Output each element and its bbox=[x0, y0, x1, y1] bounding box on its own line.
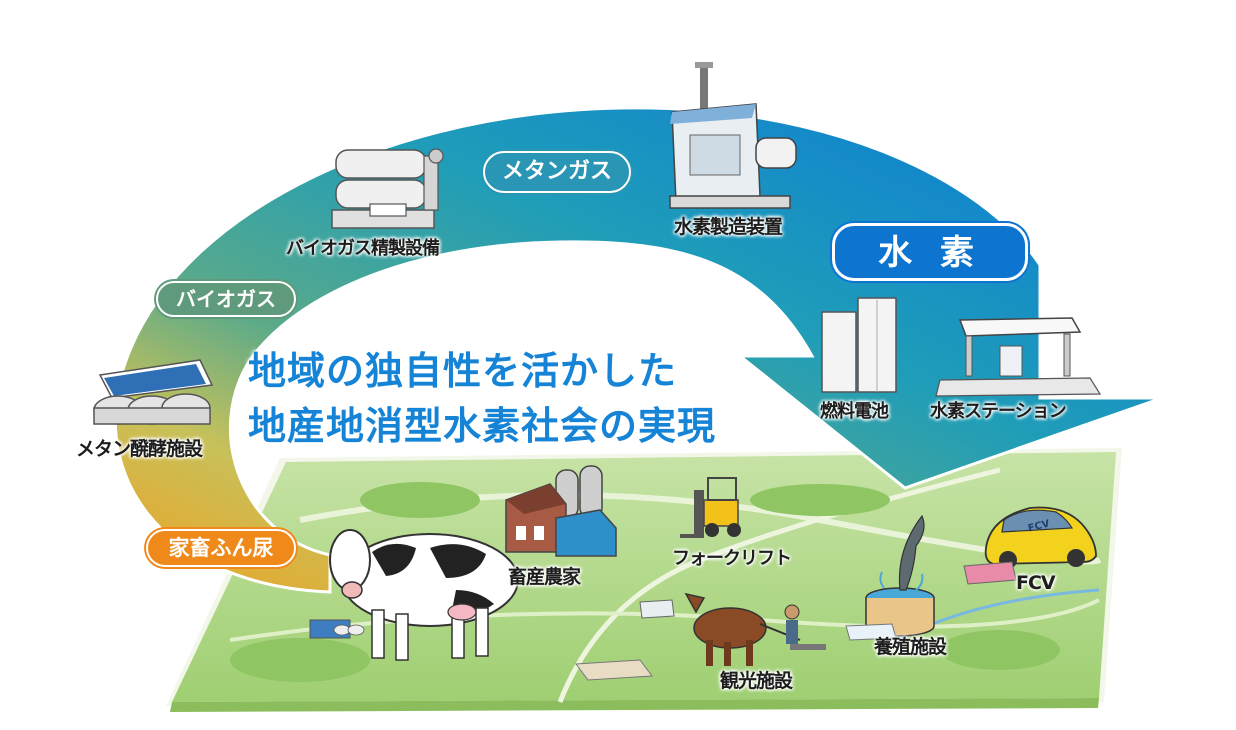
headline-line-1: 地域の独自性を活かした bbox=[248, 349, 678, 393]
fcv-label: FCV bbox=[1016, 572, 1056, 594]
tourism-horse-icon bbox=[684, 592, 826, 666]
cow-icon bbox=[329, 529, 519, 661]
hydrogen-station-icon bbox=[935, 317, 1102, 397]
biogas-refinery-icon bbox=[331, 148, 444, 229]
manure-pill: 家畜ふん尿 bbox=[146, 529, 296, 567]
methane-pill: メタンガス bbox=[483, 151, 631, 193]
fuel-cell-label: 燃料電池 bbox=[820, 401, 889, 422]
fermentation-facility-icon bbox=[93, 359, 214, 425]
biogas-pill: バイオガス bbox=[156, 281, 296, 317]
refinery-label: バイオガス精製設備 bbox=[286, 238, 440, 259]
aquaculture-facility-label: 養殖施設 bbox=[874, 636, 947, 658]
headline-line-2: 地産地消型水素社会の実現 bbox=[248, 404, 717, 448]
livestock-farm-label: 畜産農家 bbox=[508, 566, 581, 588]
hydrogen-plant-icon bbox=[669, 62, 797, 209]
hydrogen-station-label: 水素ステーション bbox=[930, 401, 1067, 422]
fermentation-facility-label: メタン醗酵施設 bbox=[76, 438, 203, 460]
hydrogen-plant-label: 水素製造装置 bbox=[674, 216, 783, 238]
hydrogen-pill: 水 素 bbox=[832, 223, 1028, 281]
tourism-facility-label: 観光施設 bbox=[720, 670, 793, 692]
forklift-icon bbox=[680, 477, 741, 538]
forklift-label: フォークリフト bbox=[672, 548, 792, 569]
fuel-cell-icon bbox=[821, 297, 897, 393]
livestock-farm-icon bbox=[505, 465, 617, 557]
background-buildings bbox=[309, 561, 1017, 681]
